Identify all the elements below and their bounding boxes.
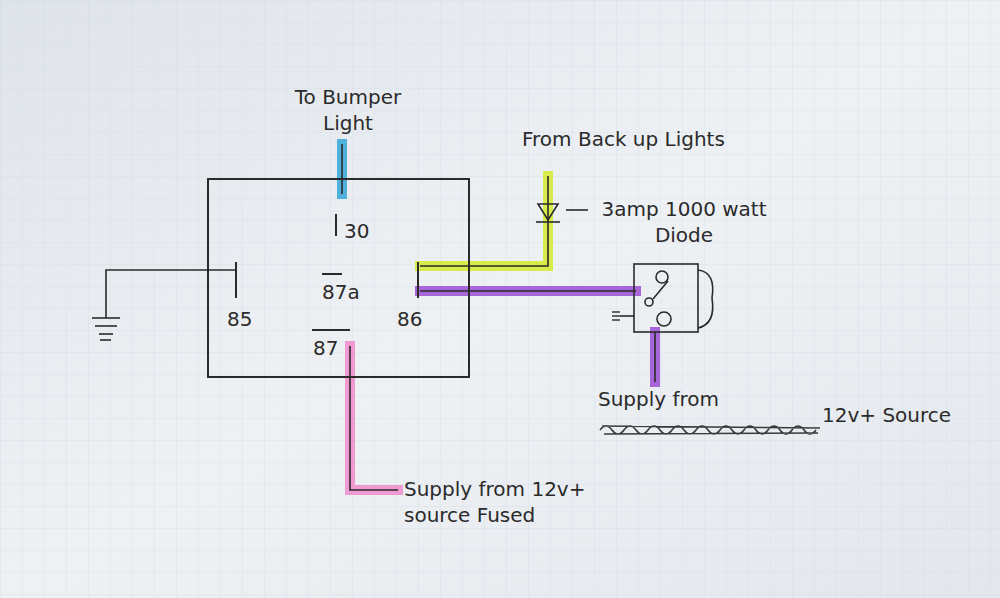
pin-number: 87 bbox=[313, 335, 338, 361]
pin-slot: 30 bbox=[344, 218, 369, 244]
pin-mark bbox=[417, 262, 419, 298]
label-slot: Supply from 12v+ source Fused bbox=[404, 476, 594, 528]
wire bbox=[341, 144, 343, 194]
scribble bbox=[600, 426, 820, 434]
diode-symbol bbox=[536, 204, 588, 222]
wire-label: Supply from 12v+ source Fused bbox=[404, 476, 594, 528]
label-slot: 3amp 1000 watt Diode bbox=[594, 196, 774, 248]
label-slot: From Back up Lights bbox=[522, 126, 725, 152]
ground-symbol bbox=[92, 318, 120, 340]
relay-pins bbox=[236, 214, 418, 330]
wire-label: 12v+ Source bbox=[822, 402, 951, 428]
label-slot: 12v+ Source bbox=[822, 402, 951, 428]
wires bbox=[106, 144, 655, 490]
pin-slot: 87 bbox=[313, 335, 338, 361]
wire bbox=[420, 176, 548, 266]
wire-label: From Back up Lights bbox=[522, 126, 725, 152]
wire bbox=[350, 346, 398, 490]
pin-mark bbox=[322, 273, 342, 275]
pin-mark bbox=[312, 329, 350, 331]
yellow-highlight bbox=[420, 176, 548, 266]
pin-mark bbox=[235, 262, 237, 298]
pin-slot: 87a bbox=[322, 279, 360, 305]
pin-slot: 86 bbox=[397, 306, 422, 332]
ground-wire bbox=[620, 315, 634, 317]
ground-symbol bbox=[612, 312, 620, 320]
relay-box: 30 85 87a 86 87 bbox=[207, 178, 470, 378]
purple-highlight bbox=[420, 286, 636, 296]
wire-label: 3amp 1000 watt Diode bbox=[594, 196, 774, 248]
wire bbox=[420, 290, 636, 292]
pin-number: 86 bbox=[397, 306, 422, 332]
highlights bbox=[342, 144, 655, 490]
leader-line bbox=[566, 209, 588, 211]
wire bbox=[654, 332, 656, 382]
purple-highlight bbox=[650, 332, 660, 382]
label-slot: To Bumper Light bbox=[288, 84, 408, 136]
pin-mark bbox=[335, 214, 337, 236]
wire-label: Supply from bbox=[598, 386, 719, 412]
pin-number: 87a bbox=[322, 279, 360, 305]
pin-slot: 85 bbox=[227, 306, 252, 332]
pin-number: 85 bbox=[227, 306, 252, 332]
wire-label: To Bumper Light bbox=[288, 84, 408, 136]
label-slot: Supply from bbox=[598, 386, 719, 412]
ground-wire bbox=[106, 270, 236, 318]
switch-symbol bbox=[634, 264, 713, 332]
pin-number: 30 bbox=[344, 218, 369, 244]
blue-highlight bbox=[337, 144, 347, 194]
pink-highlight bbox=[350, 346, 398, 490]
